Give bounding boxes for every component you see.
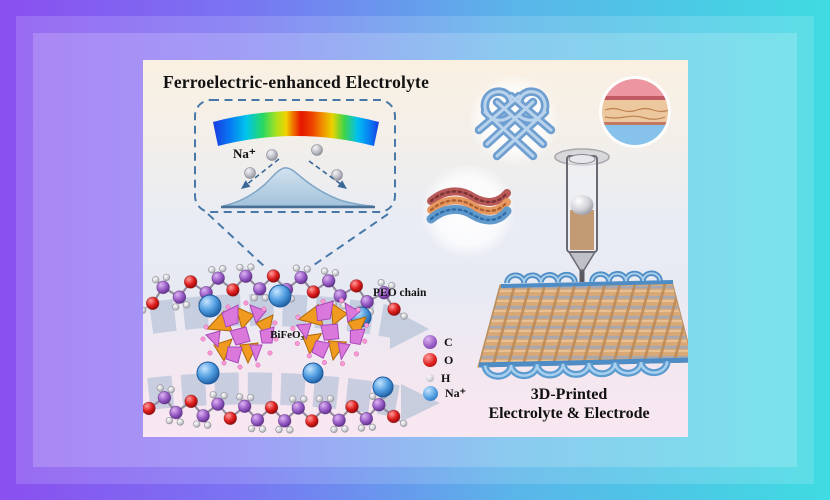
migration-arrow-right — [308, 160, 347, 189]
legend-row-oxygen: O — [423, 352, 453, 368]
oxygen-atom-icon — [423, 353, 437, 367]
polarization-colorbar — [213, 111, 379, 146]
printed-grid-mat — [477, 270, 688, 380]
funnel-line-right — [310, 213, 389, 268]
legend-row-hydrogen: H — [423, 370, 450, 386]
bifeo3-label: BiFeO₃ — [270, 329, 304, 341]
na-ion-label: Na⁺ — [233, 146, 256, 161]
printing-caption-line1: 3D-Printed — [530, 386, 608, 403]
legend-row-carbon: C — [423, 334, 453, 350]
legend-label-hydrogen: H — [441, 371, 451, 385]
legend-label-oxygen: O — [444, 353, 454, 367]
sodium-ion-icon — [423, 385, 438, 401]
weave-knot-icon — [474, 87, 556, 161]
printing-syringe — [554, 148, 610, 282]
migration-arrow-left — [241, 158, 280, 189]
printed-back-loops — [500, 270, 674, 288]
printed-front-loops — [478, 357, 688, 380]
na-ion-spheres-inset — [244, 144, 343, 181]
layered-cross-section-icon — [599, 76, 671, 148]
figure-scene — [143, 74, 688, 434]
flexible-stack-icon — [426, 187, 512, 225]
hydrogen-atom-icon — [426, 374, 434, 382]
energy-barrier-hill — [221, 167, 375, 209]
figure-panel: Ferroelectric-enhanced Electrolyte Na⁺ P… — [143, 60, 688, 437]
dashed-inset-box — [194, 99, 396, 268]
legend-label-sodium: Na⁺ — [445, 386, 466, 400]
legend-row-sodium: Na⁺ — [423, 385, 466, 401]
legend-label-carbon: C — [444, 335, 453, 349]
figure-title: Ferroelectric-enhanced Electrolyte — [162, 72, 430, 92]
printing-caption: 3D-Printed Electrolyte & Electrode — [443, 385, 695, 423]
printing-caption-line2: Electrolyte & Electrode — [488, 405, 650, 422]
carbon-atom-icon — [423, 335, 437, 349]
transport-arrow-bottom — [147, 372, 440, 422]
funnel-line-left — [207, 213, 266, 268]
peo-chain-label: PEO chain — [373, 287, 427, 299]
